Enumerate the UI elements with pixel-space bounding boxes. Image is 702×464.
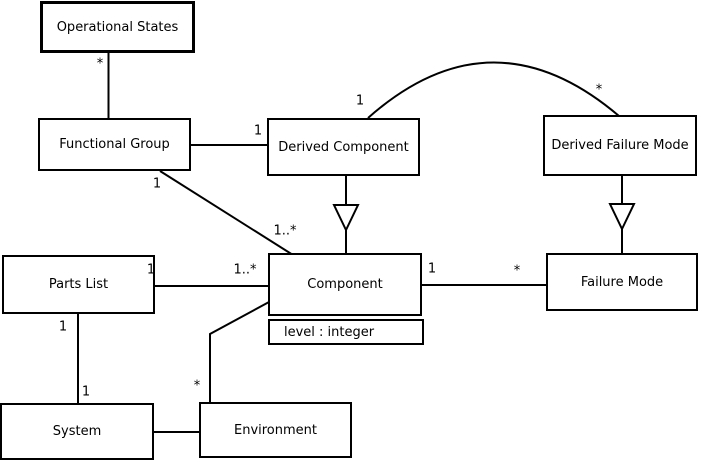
multiplicity-fg-comp-1: 1 (152, 176, 162, 192)
class-system[interactable]: System (0, 403, 154, 460)
class-name-derived-component: Derived Component (278, 139, 409, 155)
assoc-functional-group-component (159, 170, 294, 256)
class-name-functional-group: Functional Group (59, 137, 170, 152)
multiplicity-comp-fm-1: 1 (427, 261, 437, 277)
generalization-triangle-icon (332, 204, 360, 233)
class-derived-failure-mode[interactable]: Derived Failure Mode (543, 115, 697, 176)
generalization-derived-component-component (332, 174, 360, 255)
multiplicity-fg-comp-many: 1..* (273, 223, 297, 239)
class-functional-group[interactable]: Functional Group (38, 118, 191, 171)
class-name-environment: Environment (233, 422, 317, 438)
class-name-component: Component (307, 277, 383, 292)
generalization-derived-failure-mode-failure-mode (608, 174, 636, 255)
multiplicity-fg-dc: 1 (253, 123, 263, 139)
class-operational-states[interactable]: Operational States (40, 1, 195, 53)
class-component[interactable]: Component (268, 253, 422, 316)
class-component-attributes[interactable]: level : integer (268, 319, 424, 345)
assoc-derived-component-derived-failure-mode (367, 61, 620, 119)
multiplicity-os-fg: * (96, 56, 104, 72)
class-name-system: System (52, 424, 102, 439)
multiplicity-pl-sys-lower: 1 (81, 384, 91, 400)
class-name-operational-states: Operational States (56, 19, 179, 35)
class-environment[interactable]: Environment (199, 402, 352, 458)
multiplicity-comp-fm-star: * (513, 263, 521, 279)
attribute-level-integer: level : integer (284, 324, 375, 340)
class-name-derived-failure-mode: Derived Failure Mode (551, 138, 689, 153)
class-failure-mode[interactable]: Failure Mode (546, 253, 698, 311)
generalization-triangle-icon (608, 203, 636, 232)
multiplicity-arc-dc: 1 (355, 93, 365, 109)
class-derived-component[interactable]: Derived Component (267, 118, 420, 176)
class-parts-list[interactable]: Parts List (2, 255, 155, 314)
assoc-environment-component (209, 301, 270, 404)
multiplicity-env-comp: * (193, 378, 201, 394)
class-name-failure-mode: Failure Mode (580, 274, 664, 290)
multiplicity-pl-comp-many: 1..* (233, 262, 257, 278)
multiplicity-arc-dfm: * (595, 82, 603, 98)
multiplicity-pl-sys-upper: 1 (58, 319, 68, 335)
multiplicity-pl-comp-1: 1 (146, 262, 156, 278)
class-name-parts-list: Parts List (48, 277, 109, 292)
